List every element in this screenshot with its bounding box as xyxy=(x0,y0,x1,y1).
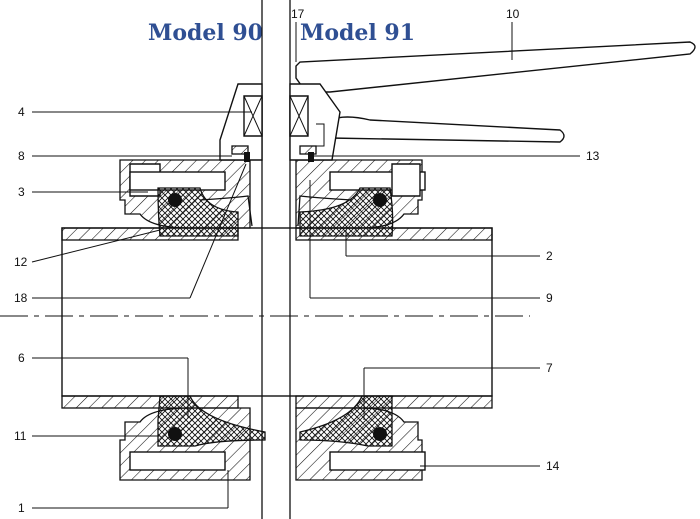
leader-lines xyxy=(31,22,580,509)
callout-3: 3 xyxy=(18,185,25,199)
callout-12: 12 xyxy=(14,255,28,269)
model-90-title: Model 90 xyxy=(148,20,263,46)
actuator-head-right xyxy=(289,83,341,162)
callout-13: 13 xyxy=(586,149,600,163)
callout-11: 11 xyxy=(14,429,27,443)
callout-6: 6 xyxy=(18,351,25,365)
lever-handle xyxy=(295,41,696,143)
model-91-title: Model 91 xyxy=(300,20,415,46)
callout-10: 10 xyxy=(506,7,520,21)
callout-17: 17 xyxy=(291,7,305,21)
callout-2: 2 xyxy=(546,249,553,263)
disc-upper xyxy=(199,195,353,227)
upper-housing-right xyxy=(295,159,426,237)
callout-14: 14 xyxy=(546,459,560,473)
callout-1: 1 xyxy=(18,501,25,515)
callout-8: 8 xyxy=(18,149,25,163)
actuator-head-left xyxy=(219,83,263,162)
lower-housing-right xyxy=(295,395,426,481)
upper-housing-left xyxy=(119,159,251,237)
callout-18: 18 xyxy=(14,291,28,305)
lower-housing-left xyxy=(119,395,266,481)
callout-4: 4 xyxy=(18,105,25,119)
callout-7: 7 xyxy=(546,361,553,375)
pipe-body xyxy=(61,227,493,409)
callout-9: 9 xyxy=(546,291,553,305)
